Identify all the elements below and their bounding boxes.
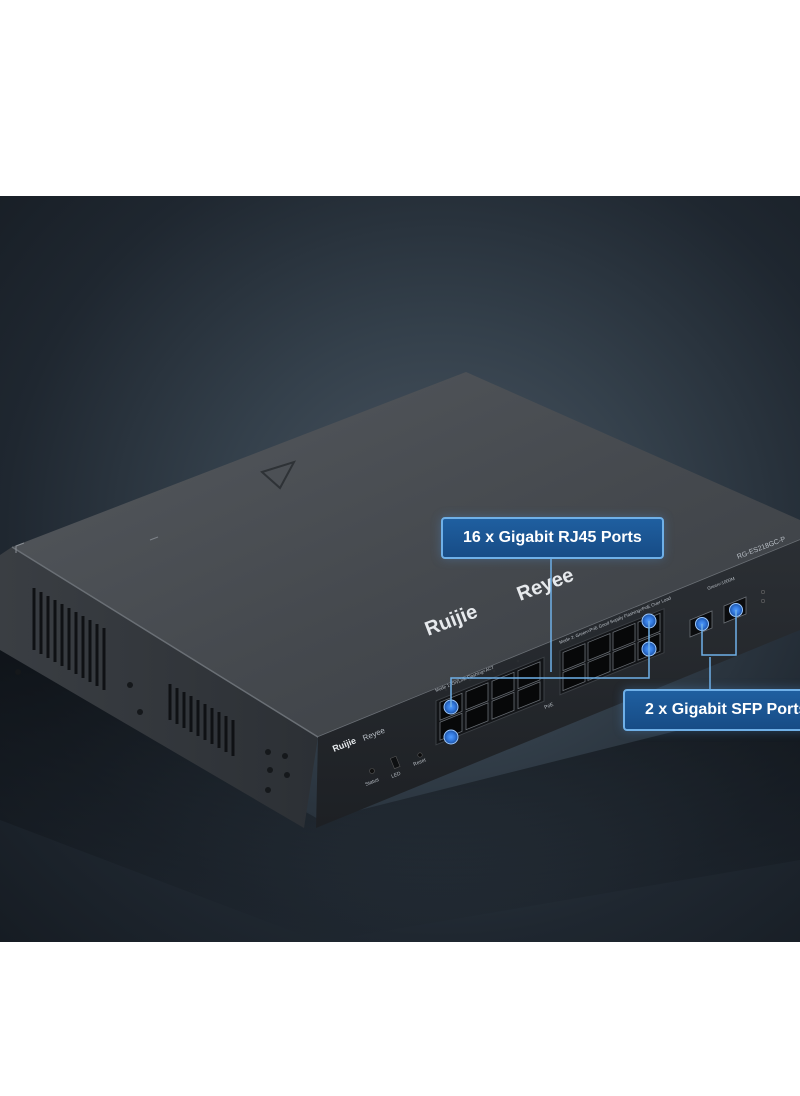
- rj45-port-6[interactable]: [491, 691, 515, 720]
- side-panel: [0, 547, 318, 828]
- port-led-row: [444, 610, 644, 692]
- rj45-port-9[interactable]: [562, 643, 586, 672]
- rj45-port-11[interactable]: [587, 632, 611, 661]
- sfp-led-1: [760, 589, 766, 595]
- port-block-1: [435, 656, 545, 746]
- side-vent-front: [32, 588, 106, 690]
- product-scene: Ruijie Reyee RG-ES218GC-P Ruijie Reyee: [0, 196, 800, 942]
- led-mode-switch[interactable]: [389, 755, 401, 770]
- sfp-led-2: [760, 598, 766, 604]
- rj45-port-14[interactable]: [612, 642, 636, 671]
- rj45-port-8[interactable]: [517, 681, 541, 710]
- led-label: LED: [391, 771, 403, 780]
- lid-triangle-mark: [260, 460, 297, 490]
- rj45-port-10[interactable]: [562, 663, 586, 692]
- side-vent-rear: [168, 684, 235, 756]
- reset-label: Reset: [413, 757, 428, 768]
- rj45-port-7[interactable]: [517, 661, 541, 690]
- callout-sfp-ports: 2 x Gigabit SFP Ports: [623, 689, 800, 731]
- callout-leader-lines: [450, 557, 737, 707]
- rj45-port-13[interactable]: [612, 622, 636, 651]
- reset-button[interactable]: [417, 752, 423, 758]
- top-lid: [12, 372, 800, 737]
- switch-illustration: Ruijie Reyee RG-ES218GC-P Ruijie Reyee: [0, 372, 800, 942]
- side-screw-holes: [15, 669, 290, 793]
- rj45-port-5[interactable]: [491, 671, 515, 700]
- highlight-marker-port-2: [443, 729, 459, 745]
- lid-corner-mark: [15, 542, 25, 553]
- rj45-port-4[interactable]: [465, 702, 489, 731]
- rj45-port-12[interactable]: [587, 652, 611, 681]
- poe-label: PoE: [544, 702, 556, 711]
- rj45-port-3[interactable]: [465, 682, 489, 711]
- rj45-port-group-1: [435, 608, 665, 746]
- sfp-port-group: [689, 589, 766, 638]
- floor-shadow: [0, 640, 800, 942]
- status-led: [369, 768, 375, 774]
- front-panel: [316, 540, 800, 828]
- status-label: Status: [365, 777, 381, 788]
- callout-rj45-ports: 16 x Gigabit RJ45 Ports: [441, 517, 664, 559]
- lid-corner-mark-2: [149, 536, 159, 541]
